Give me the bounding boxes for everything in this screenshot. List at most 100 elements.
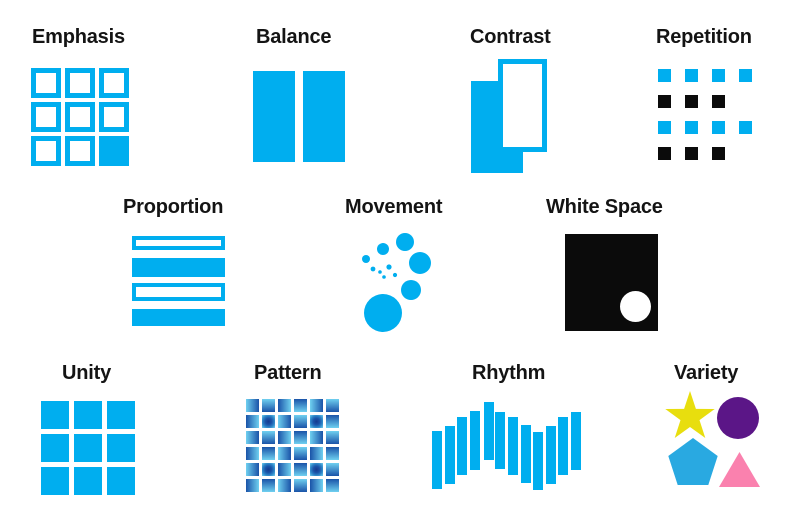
proportion-title: Proportion bbox=[123, 196, 224, 218]
rhythm-graphic bbox=[432, 402, 584, 492]
pattern-cell bbox=[246, 463, 259, 476]
grid-cell bbox=[41, 467, 69, 495]
pattern-cell bbox=[326, 447, 339, 460]
grid-cell bbox=[685, 95, 698, 108]
grid-cell bbox=[65, 136, 95, 166]
grid-cell bbox=[74, 467, 102, 495]
pattern-cell bbox=[262, 415, 275, 428]
pattern-cell bbox=[294, 447, 307, 460]
rhythm-bar bbox=[558, 417, 568, 475]
emphasis-title: Emphasis bbox=[32, 26, 125, 48]
grid-cell bbox=[712, 121, 725, 134]
white-space-graphic bbox=[565, 234, 658, 331]
movement-circle bbox=[386, 264, 392, 270]
pattern-cell bbox=[310, 463, 323, 476]
rhythm-bar bbox=[546, 426, 556, 484]
grid-cell bbox=[107, 434, 135, 462]
grid-cell bbox=[31, 68, 61, 98]
emphasis-graphic bbox=[31, 68, 129, 166]
rhythm-bar bbox=[432, 431, 442, 489]
pattern-cell bbox=[326, 415, 339, 428]
contrast-outline-rect bbox=[498, 59, 547, 152]
pattern-cell bbox=[278, 463, 291, 476]
variety-pentagon bbox=[668, 438, 718, 485]
rhythm-bar bbox=[521, 425, 531, 483]
grid-cell bbox=[74, 401, 102, 429]
balance-left-rect bbox=[253, 71, 295, 162]
pattern-cell bbox=[262, 479, 275, 492]
grid-cell bbox=[712, 95, 725, 108]
grid-cell bbox=[31, 102, 61, 132]
movement-circle bbox=[370, 266, 376, 272]
pattern-cell bbox=[246, 479, 259, 492]
grid-cell bbox=[685, 69, 698, 82]
rhythm-bar bbox=[571, 412, 581, 470]
proportion-bar bbox=[132, 309, 225, 326]
rhythm-bar bbox=[508, 417, 518, 475]
proportion-bar bbox=[132, 283, 225, 301]
pattern-cell bbox=[278, 399, 291, 412]
balance-right-rect bbox=[303, 71, 345, 162]
contrast-title: Contrast bbox=[470, 26, 551, 48]
movement-circle bbox=[382, 275, 386, 279]
pattern-cell bbox=[326, 431, 339, 444]
rhythm-bar bbox=[470, 411, 480, 470]
pattern-cell bbox=[262, 399, 275, 412]
grid-cell bbox=[658, 147, 671, 160]
grid-cell bbox=[685, 121, 698, 134]
unity-graphic bbox=[41, 401, 135, 495]
rhythm-title: Rhythm bbox=[472, 362, 546, 384]
variety-graphic bbox=[665, 391, 760, 487]
pattern-cell bbox=[294, 399, 307, 412]
pattern-cell bbox=[262, 431, 275, 444]
repetition-title: Repetition bbox=[656, 26, 752, 48]
rhythm-bar bbox=[533, 432, 543, 490]
white-space-title: White Space bbox=[546, 196, 663, 218]
variety-title: Variety bbox=[674, 362, 739, 384]
unity-title: Unity bbox=[62, 362, 112, 384]
variety-triangle bbox=[719, 452, 760, 487]
repetition-graphic bbox=[658, 69, 752, 160]
pattern-cell bbox=[246, 431, 259, 444]
pattern-cell bbox=[278, 447, 291, 460]
grid-cell bbox=[74, 434, 102, 462]
movement-circle bbox=[377, 243, 389, 255]
pattern-cell bbox=[278, 431, 291, 444]
grid-cell bbox=[712, 69, 725, 82]
grid-cell bbox=[41, 434, 69, 462]
rhythm-bar bbox=[445, 426, 455, 484]
pattern-cell bbox=[246, 447, 259, 460]
proportion-bar bbox=[132, 258, 225, 277]
pattern-graphic bbox=[246, 399, 339, 492]
movement-title: Movement bbox=[345, 196, 443, 218]
pattern-cell bbox=[262, 463, 275, 476]
variety-star bbox=[665, 391, 715, 438]
pattern-cell bbox=[326, 479, 339, 492]
grid-cell bbox=[99, 68, 129, 98]
pattern-cell bbox=[310, 431, 323, 444]
movement-graphic bbox=[362, 233, 431, 332]
pattern-cell bbox=[294, 463, 307, 476]
pattern-cell bbox=[278, 415, 291, 428]
grid-cell bbox=[107, 401, 135, 429]
rhythm-bar bbox=[495, 412, 505, 469]
balance-title: Balance bbox=[256, 26, 332, 48]
pattern-cell bbox=[326, 463, 339, 476]
pattern-cell bbox=[278, 479, 291, 492]
pattern-cell bbox=[262, 447, 275, 460]
rhythm-bar bbox=[484, 402, 494, 460]
grid-cell bbox=[31, 136, 61, 166]
pattern-cell bbox=[294, 431, 307, 444]
grid-cell bbox=[658, 121, 671, 134]
proportion-graphic bbox=[132, 236, 225, 326]
pattern-cell bbox=[294, 415, 307, 428]
movement-circle bbox=[392, 272, 398, 278]
grid-cell bbox=[99, 102, 129, 132]
movement-circle bbox=[362, 255, 370, 263]
pattern-cell bbox=[294, 479, 307, 492]
grid-cell bbox=[65, 102, 95, 132]
white-space-circle bbox=[620, 291, 651, 322]
pattern-cell bbox=[326, 399, 339, 412]
pattern-cell bbox=[310, 415, 323, 428]
